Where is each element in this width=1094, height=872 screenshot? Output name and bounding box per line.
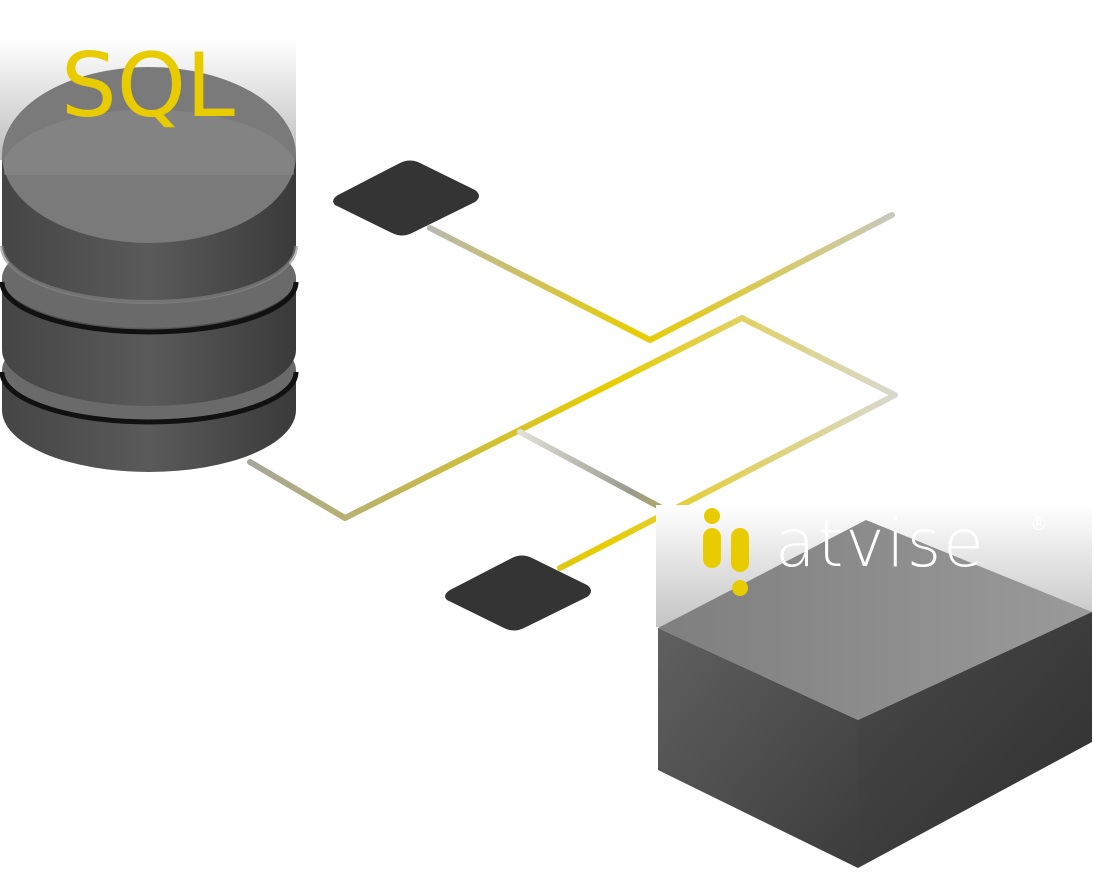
server-right-face bbox=[858, 612, 1092, 868]
atvise-server: atvise ® bbox=[656, 505, 1092, 868]
connector-db-to-right-corner bbox=[247, 315, 898, 571]
upper-network-node bbox=[333, 160, 479, 236]
sql-database: SQL bbox=[0, 34, 299, 472]
atvise-brand-text: atvise bbox=[775, 505, 986, 582]
connector-upper-node-to-junction bbox=[427, 212, 895, 343]
registered-mark: ® bbox=[1030, 514, 1048, 535]
sql-label: SQL bbox=[61, 34, 235, 137]
atvise-mark-icon bbox=[703, 508, 749, 596]
server-top-face bbox=[658, 520, 1092, 720]
atvise-logo: atvise ® bbox=[703, 505, 1048, 596]
server-left-face bbox=[658, 628, 858, 868]
lower-network-node bbox=[445, 555, 591, 631]
